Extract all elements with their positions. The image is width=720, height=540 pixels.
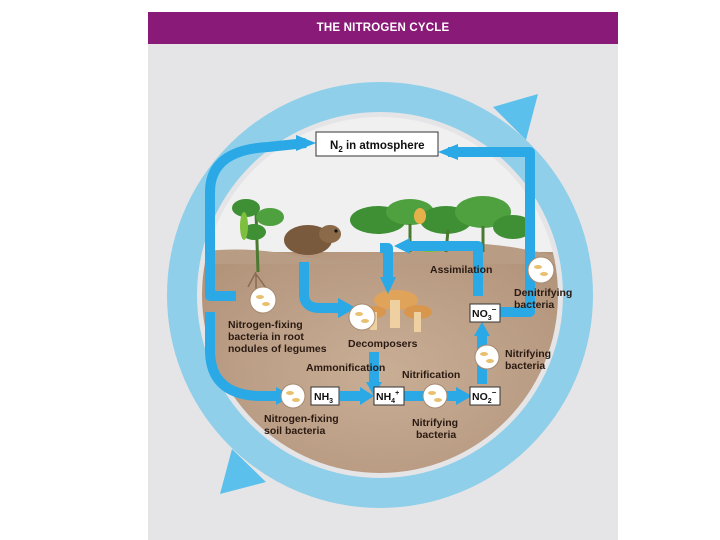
arrow-fixation-to-atmosphere xyxy=(205,138,307,301)
label-decomposers: Decomposers xyxy=(348,338,418,350)
arrow-to-soil-fixing xyxy=(205,312,278,401)
decomposer-bacteria-icon xyxy=(348,303,376,331)
atmosphere-suffix: in atmosphere xyxy=(343,140,425,152)
nitrifying-bacteria-bottom-icon xyxy=(422,383,448,409)
nh4-base: NH xyxy=(376,391,391,403)
atmosphere-box: N2 in atmosphere xyxy=(315,131,439,157)
label-denitrifying-2: bacteria xyxy=(514,299,554,311)
label-nitrification: Nitrification xyxy=(402,369,460,381)
svg-text:NH3: NH3 xyxy=(314,391,333,405)
no3-sub: 3 xyxy=(488,315,492,322)
nh3-base: NH xyxy=(314,391,329,403)
atmosphere-label: N xyxy=(330,140,338,152)
label-nitrifying-bottom-1: Nitrifying xyxy=(412,417,458,429)
atmosphere-subscript: 2 xyxy=(338,145,343,154)
nh4-sup: + xyxy=(395,390,399,397)
crop-plants xyxy=(350,196,533,253)
label-denitrifying-1: Denitrifying xyxy=(514,287,572,299)
label-soil-fixing-2: soil bacteria xyxy=(264,425,325,437)
ring-arrowhead-lower-left xyxy=(220,449,266,494)
no2-sup: − xyxy=(492,388,497,397)
nh4-box: NH4+ xyxy=(373,386,405,406)
svg-text:N2 in atmosphere: N2 in atmosphere xyxy=(330,140,425,154)
rodent-icon xyxy=(284,225,341,255)
nh4-sub: 4 xyxy=(391,398,395,405)
no2-box: NO2− xyxy=(469,386,501,406)
label-nitrifying-right-1: Nitrifying xyxy=(505,348,551,360)
nh3-sub: 3 xyxy=(329,398,333,405)
denitrifying-bacteria-icon xyxy=(527,256,555,284)
label-root-fixing-1: Nitrogen-fixing xyxy=(228,319,303,331)
cycle-ring xyxy=(167,82,593,508)
bacteria-icons xyxy=(249,256,555,409)
soil-surface xyxy=(202,243,558,264)
no3-sup: − xyxy=(492,305,497,314)
no2-sub: 2 xyxy=(488,398,492,405)
figure-title: THE NITROGEN CYCLE xyxy=(148,12,618,44)
nitrifying-bacteria-right-icon xyxy=(474,344,500,370)
svg-text:NO3−: NO3− xyxy=(472,305,497,322)
label-nitrifying-right-2: bacteria xyxy=(505,360,545,372)
arrow-denitrification xyxy=(448,147,535,317)
label-assimilation: Assimilation xyxy=(430,264,492,276)
diagram-labels: Assimilation Denitrifying bacteria Nitro… xyxy=(228,264,572,441)
nh3-box: NH3 xyxy=(310,386,340,406)
no2-base: NO xyxy=(472,391,488,403)
label-nitrifying-bottom-2: bacteria xyxy=(416,429,456,441)
root-bacteria-icon xyxy=(249,286,277,314)
arrow-assimilation xyxy=(404,241,483,296)
arrow-animal-to-decomposers xyxy=(299,262,343,313)
label-soil-fixing-1: Nitrogen-fixing xyxy=(264,413,339,425)
label-root-fixing-3: nodules of legumes xyxy=(228,343,327,355)
svg-text:NO2−: NO2− xyxy=(472,388,497,405)
no3-base: NO xyxy=(472,308,488,320)
label-root-fixing-2: bacteria in root xyxy=(228,331,304,343)
svg-text:NH4+: NH4+ xyxy=(376,390,399,405)
nitrogen-cycle-figure: THE NITROGEN CYCLE xyxy=(148,12,618,540)
no3-box: NO3− xyxy=(469,303,501,323)
nitrogen-cycle-diagram: N2 in atmosphere NH3 NH4+ NO2− NO3− Assi… xyxy=(167,82,593,508)
label-ammonification: Ammonification xyxy=(306,362,385,374)
ring-arrowhead-upper-right xyxy=(493,94,538,140)
arrow-plants-to-decomposers xyxy=(380,243,393,280)
legume-plant xyxy=(232,199,284,292)
soil-bacteria-icon xyxy=(280,383,306,409)
